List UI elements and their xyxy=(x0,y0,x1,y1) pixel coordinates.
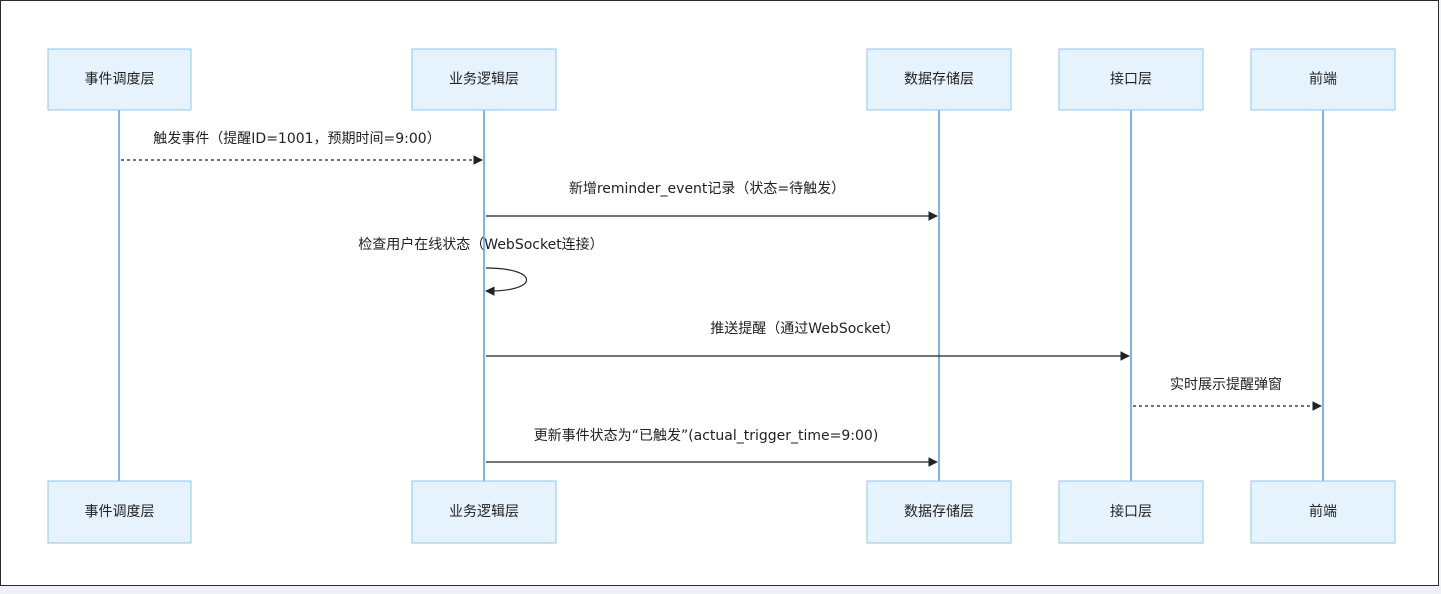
participant-bottom-api: 接口层 xyxy=(1058,480,1204,544)
participant-bottom-storage: 数据存储层 xyxy=(866,480,1012,544)
message-label: 实时展示提醒弹窗 xyxy=(1170,376,1282,393)
participant-label: 接口层 xyxy=(1110,71,1152,88)
bottom-strip xyxy=(0,586,1441,594)
participant-label: 业务逻辑层 xyxy=(449,504,519,520)
participant-label: 事件调度层 xyxy=(85,72,155,88)
participant-bottom-scheduler: 事件调度层 xyxy=(47,480,192,544)
participant-bottom-logic: 业务逻辑层 xyxy=(411,480,557,544)
participant-label: 接口层 xyxy=(1110,503,1152,520)
participant-bottom-frontend: 前端 xyxy=(1250,480,1396,544)
message-label: 更新事件状态为“已触发”(actual_trigger_time=9:00) xyxy=(534,428,879,444)
message-label: 推送提醒（通过WebSocket） xyxy=(710,321,899,337)
message-label: 触发事件（提醒ID=1001，预期时间=9:00） xyxy=(153,131,440,147)
participant-label: 业务逻辑层 xyxy=(449,72,519,88)
participant-top-api: 接口层 xyxy=(1058,48,1204,111)
message-trigger-event: 触发事件（提醒ID=1001，预期时间=9:00） xyxy=(121,131,483,165)
message-show-popup: 实时展示提醒弹窗 xyxy=(1133,376,1322,411)
message-check-online: 检查用户在线状态（WebSocket连接） xyxy=(358,236,604,296)
message-label: 检查用户在线状态（WebSocket连接） xyxy=(358,236,603,253)
participant-label: 事件调度层 xyxy=(85,504,155,520)
participant-label: 前端 xyxy=(1309,71,1337,88)
message-label: 新增reminder_event记录（状态=待触发） xyxy=(569,181,845,197)
participant-label: 数据存储层 xyxy=(904,72,974,88)
participant-top-logic: 业务逻辑层 xyxy=(411,48,557,111)
message-update-status: 更新事件状态为“已触发”(actual_trigger_time=9:00) xyxy=(486,428,938,467)
participant-top-frontend: 前端 xyxy=(1250,48,1396,111)
participant-label: 数据存储层 xyxy=(904,504,974,520)
participant-top-storage: 数据存储层 xyxy=(866,48,1012,111)
message-add-record: 新增reminder_event记录（状态=待触发） xyxy=(486,181,938,221)
participant-top-scheduler: 事件调度层 xyxy=(47,48,192,111)
message-push-reminder: 推送提醒（通过WebSocket） xyxy=(486,321,1130,361)
participant-label: 前端 xyxy=(1309,503,1337,520)
message-self-loop-arrow xyxy=(485,267,528,296)
